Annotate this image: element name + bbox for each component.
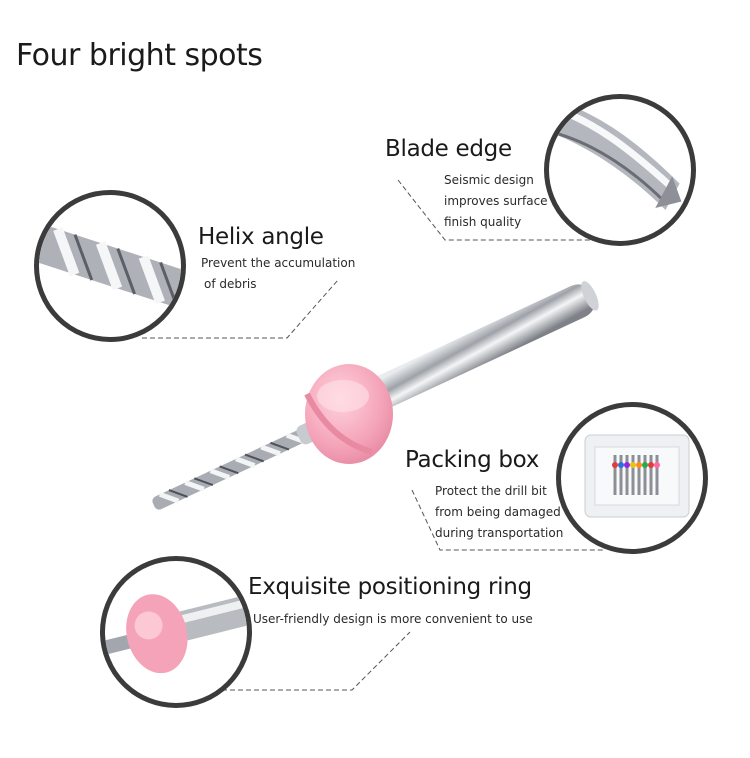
page-title: Four bright spots xyxy=(16,38,263,73)
blade-edge-line-1: Seismic design xyxy=(444,173,534,187)
packing-box-zoom-circle xyxy=(556,402,708,554)
blade-edge-line-2: improves surface xyxy=(444,194,548,208)
packing-box-line-2: from being damaged xyxy=(435,505,561,519)
blade-edge-heading: Blade edge xyxy=(385,136,512,162)
blade-edge-line-3: finish quality xyxy=(444,215,522,229)
positioning-ring-heading: Exquisite positioning ring xyxy=(248,574,532,600)
packing-box-description: Protect the drill bit from being damaged… xyxy=(435,481,563,544)
packing-box-line-3: during transportation xyxy=(435,526,564,540)
helix-angle-heading: Helix angle xyxy=(198,224,324,250)
helix-angle-zoom-circle xyxy=(34,190,186,342)
positioning-ring-description: User-friendly design is more convenient … xyxy=(253,609,533,630)
packing-box-heading: Packing box xyxy=(405,447,540,473)
packing-box-line-1: Protect the drill bit xyxy=(435,484,547,498)
positioning-ring-zoom-circle xyxy=(100,556,252,708)
helix-angle-description: Prevent the accumulation of debris xyxy=(201,253,355,295)
helix-angle-line-1: Prevent the accumulation xyxy=(201,256,356,270)
positioning-ring-line-1: User-friendly design is more convenient … xyxy=(253,612,533,626)
pink-ring-illustration xyxy=(304,364,393,464)
blade-edge-zoom-circle xyxy=(544,94,696,246)
helix-angle-line-2: of debris xyxy=(204,277,257,291)
blade-edge-description: Seismic design improves surface finish q… xyxy=(444,170,548,233)
leader-lines xyxy=(142,179,605,691)
